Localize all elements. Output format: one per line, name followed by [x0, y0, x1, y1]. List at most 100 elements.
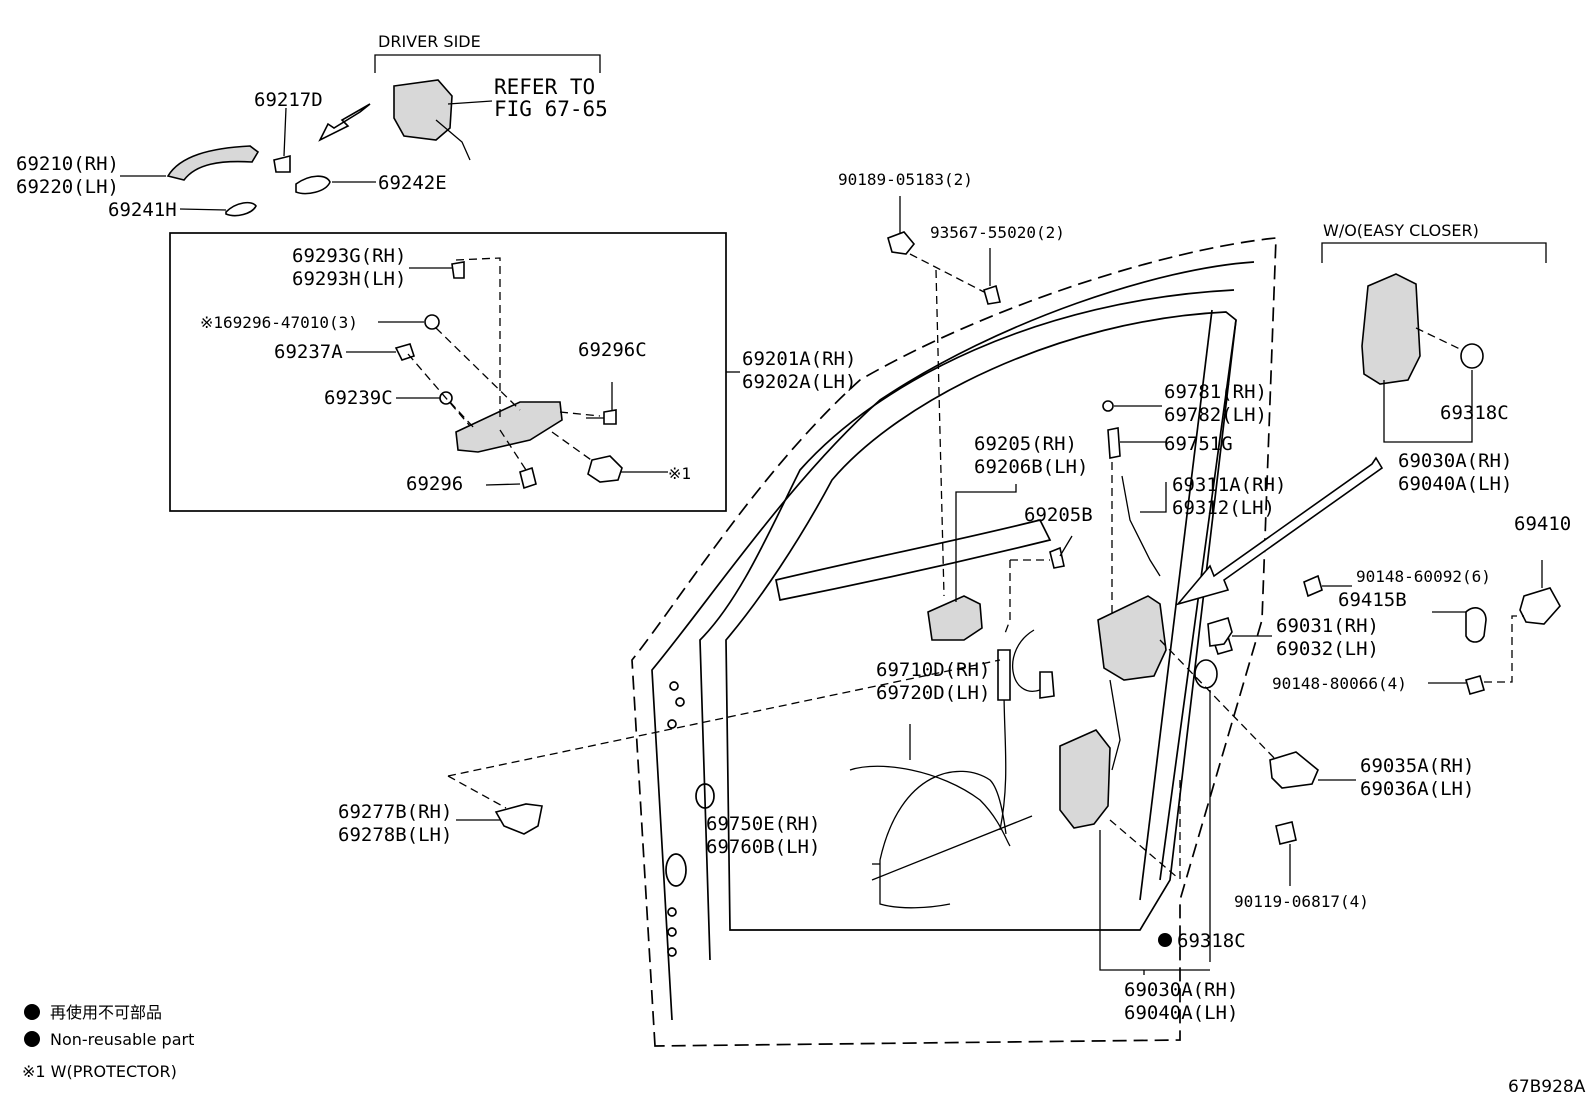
part-69239C: 69239C	[324, 387, 393, 409]
assembly-arrow	[1175, 456, 1384, 606]
part-69318C-bottom: 69318C	[1177, 930, 1246, 952]
leader-lines	[871, 815, 1033, 881]
striker-part	[1519, 587, 1561, 625]
easy-closer-lock-group	[1175, 273, 1484, 606]
connector-part	[1039, 671, 1055, 699]
part-69318C-top: 69318C	[1440, 402, 1509, 424]
part-69030A-rh-top: 69030A(RH)	[1398, 450, 1512, 472]
cable-group	[849, 649, 1011, 909]
part-69781-rh: 69781(RH)	[1164, 381, 1267, 403]
legend-protector: ※1 W(PROTECTOR)	[22, 1062, 177, 1081]
part-69206B-lh: 69206B(LH)	[974, 456, 1088, 478]
handle-frame-part	[455, 401, 563, 453]
driver-side-bracket: DRIVER SIDE	[374, 32, 601, 73]
rod-clip-part	[1102, 400, 1114, 412]
part-69036A-lh: 69036A(LH)	[1360, 778, 1474, 800]
protector-mark: ※1	[668, 464, 691, 483]
without-easy-closer-label: W/O(EASY CLOSER)	[1323, 221, 1479, 240]
rod-holder-part	[1107, 427, 1121, 459]
part-69751G: 69751G	[1164, 433, 1233, 455]
part-69040A-lh-bottom: 69040A(LH)	[1124, 1002, 1238, 1024]
inside-handle-group	[927, 484, 1073, 641]
part-69296-47010: ※169296-47010(3)	[200, 313, 358, 332]
cable-end-part	[997, 649, 1011, 701]
figure-id: 67B928A	[1508, 1077, 1586, 1097]
outside-handle-part	[166, 145, 260, 181]
clip-part	[451, 261, 465, 279]
refer-line1: REFER TO	[494, 75, 595, 99]
handle-pad-small-part	[225, 201, 257, 217]
part-69750E-rh: 69750E(RH)	[706, 813, 820, 835]
labels: REFER TO FIG 67-65 69217D 69210(RH) 6922…	[16, 75, 1571, 1024]
handle-frame-box	[169, 232, 740, 512]
part-69241H: 69241H	[108, 199, 177, 221]
part-69031-rh: 69031(RH)	[1276, 615, 1379, 637]
inside-handle-bolt-part	[1049, 546, 1065, 569]
legend-en: Non-reusable part	[50, 1030, 194, 1049]
part-69410: 69410	[1514, 513, 1571, 535]
part-90148-80066: 90148-80066(4)	[1272, 674, 1407, 693]
handle-cap-part	[273, 154, 291, 173]
screw-80066-part	[1465, 675, 1485, 695]
part-69782-lh: 69782(LH)	[1164, 404, 1267, 426]
bolt-06817-part	[1275, 821, 1297, 845]
part-69201A-rh: 69201A(RH)	[742, 348, 856, 370]
lower-left-parts	[447, 659, 1001, 835]
screw-part	[424, 314, 440, 330]
upper-middle-parts	[887, 196, 1001, 597]
part-90119: 90119-06817(4)	[1234, 892, 1369, 911]
clip-top-part	[887, 231, 916, 255]
door-lock-part	[1097, 595, 1167, 681]
inside-handle-part	[927, 595, 983, 641]
legend-dot-jp	[24, 1004, 40, 1020]
legend: 再使用不可部品 Non-reusable part ※1 W(PROTECTOR…	[22, 1003, 194, 1081]
door-lock-alt-ring-part	[1460, 343, 1484, 369]
lock-cylinder-part	[393, 79, 453, 141]
lock-ring-part	[1194, 659, 1218, 689]
protector-69277b-part	[494, 803, 543, 835]
part-69710D-rh: 69710D(RH)	[876, 659, 990, 681]
legend-dot-en	[24, 1031, 40, 1047]
door-lock-alt-part	[1361, 273, 1421, 385]
part-69312-lh: 69312(LH)	[1172, 497, 1275, 519]
door-lock-assembly	[1012, 595, 1279, 975]
right-small-parts	[1207, 560, 1561, 886]
without-easy-closer-bracket: W/O(EASY CLOSER)	[1321, 221, 1547, 263]
driver-side-label: DRIVER SIDE	[378, 32, 481, 51]
part-69217D: 69217D	[254, 89, 323, 111]
part-69277B-rh: 69277B(RH)	[338, 801, 452, 823]
handle-pad-part	[295, 175, 331, 195]
refer-line2: FIG 67-65	[494, 97, 608, 121]
part-69242E: 69242E	[378, 172, 447, 194]
seal-69031-part	[1207, 617, 1233, 647]
part-69220-lh: 69220(LH)	[16, 176, 119, 198]
part-69720D-lh: 69720D(LH)	[876, 682, 990, 704]
protector-part	[587, 455, 623, 483]
direction-arrow	[318, 103, 371, 142]
bolt-bottom-part	[519, 466, 537, 490]
part-69311A-rh: 69311A(RH)	[1172, 474, 1286, 496]
part-69040A-lh-top: 69040A(LH)	[1398, 473, 1512, 495]
part-69205-rh: 69205(RH)	[974, 433, 1077, 455]
door-frame	[631, 237, 1277, 1047]
part-69202A-lh: 69202A(LH)	[742, 371, 856, 393]
cap-69415b-part	[1465, 607, 1487, 643]
part-69032-lh: 69032(LH)	[1276, 638, 1379, 660]
part-90189: 90189-05183(2)	[838, 170, 973, 189]
part-93567: 93567-55020(2)	[930, 223, 1065, 242]
bolt-part	[603, 409, 617, 425]
outside-handle-group	[120, 79, 493, 217]
legend-jp: 再使用不可部品	[50, 1003, 162, 1022]
screw-top-part	[983, 284, 1001, 305]
part-69293G-rh: 69293G(RH)	[292, 245, 406, 267]
cover-69035a-part	[1269, 751, 1319, 789]
part-69760B-lh: 69760B(LH)	[706, 836, 820, 858]
part-69237A: 69237A	[274, 341, 343, 363]
part-69030A-rh-bottom: 69030A(RH)	[1124, 979, 1238, 1001]
part-90148-60092: 90148-60092(6)	[1356, 567, 1491, 586]
rod-group	[1102, 400, 1167, 620]
part-69415B: 69415B	[1338, 589, 1407, 611]
non-reusable-dot	[1158, 933, 1172, 947]
part-69278B-lh: 69278B(LH)	[338, 824, 452, 846]
